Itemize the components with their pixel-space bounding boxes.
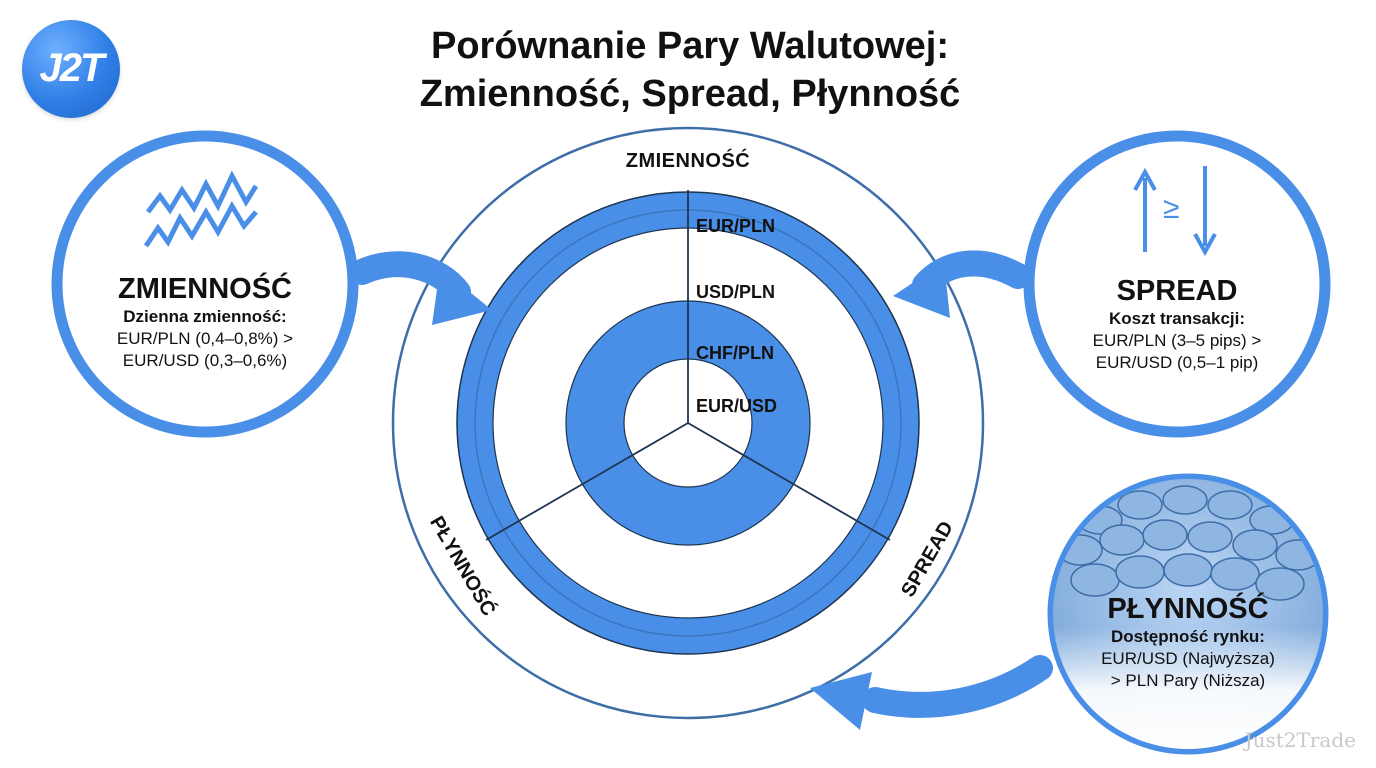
title-line-2: Zmienność, Spread, Płynność: [419, 73, 961, 115]
logo-text: J2T: [39, 46, 105, 90]
pair-label-1: EUR/PLN: [696, 216, 776, 236]
spread-panel: SPREAD Koszt transakcji: EUR/PLN (3–5 pi…: [1062, 274, 1292, 374]
spread-subtitle: Koszt transakcji:: [1108, 309, 1246, 328]
liquidity-line-2: > PLN Pary (Niższa): [1110, 671, 1266, 690]
volatility-line-2: EUR/USD (0,3–0,6%): [122, 351, 288, 370]
pair-label-2: USD/PLN: [696, 282, 776, 302]
liquidity-line-1: EUR/USD (Najwyższa): [1101, 649, 1275, 668]
outer-ring: [391, 126, 985, 720]
volatility-panel: ZMIENNOŚĆ Dzienna zmienność: EUR/PLN (0,…: [90, 272, 320, 372]
spread-circle: [1023, 130, 1331, 438]
spread-title: SPREAD: [1116, 275, 1238, 307]
divider-left: [485, 422, 689, 541]
page-title: Porównanie Pary Walutowej: Zmienność, Sp…: [330, 22, 1050, 118]
sector-label-top: ZMIENNOŚĆ: [625, 150, 751, 172]
volatility-line-1: EUR/PLN (0,4–0,8%) >: [116, 329, 294, 348]
spread-line-2: EUR/USD (0,5–1 pip): [1095, 353, 1259, 372]
volatility-subtitle: Dzienna zmienność:: [123, 307, 287, 326]
divider-right: [687, 422, 891, 541]
pair-label-3: CHF/PLN: [696, 343, 774, 363]
greater-equal-symbol: ≥: [1163, 192, 1180, 225]
title-line-1: Porównanie Pary Walutowej:: [430, 25, 949, 67]
watermark: Just2Trade: [1244, 728, 1356, 752]
liquidity-panel: PŁYNNOŚĆ Dostępność rynku: EUR/USD (Najw…: [1073, 592, 1303, 692]
liquidity-title: PŁYNNOŚĆ: [1107, 593, 1269, 625]
volatility-circle: [51, 130, 359, 438]
pair-label-4: EUR/USD: [696, 396, 778, 416]
j2t-logo: J2T: [22, 20, 120, 118]
spread-line-1: EUR/PLN (3–5 pips) >: [1092, 331, 1262, 350]
volatility-title: ZMIENNOŚĆ: [118, 273, 292, 305]
up-down-arrows-icon: [1133, 166, 1217, 257]
zigzag-chart-icon: [143, 170, 259, 248]
arrow-liquidity: [862, 655, 1053, 718]
liquidity-subtitle: Dostępność rynku:: [1111, 627, 1265, 646]
